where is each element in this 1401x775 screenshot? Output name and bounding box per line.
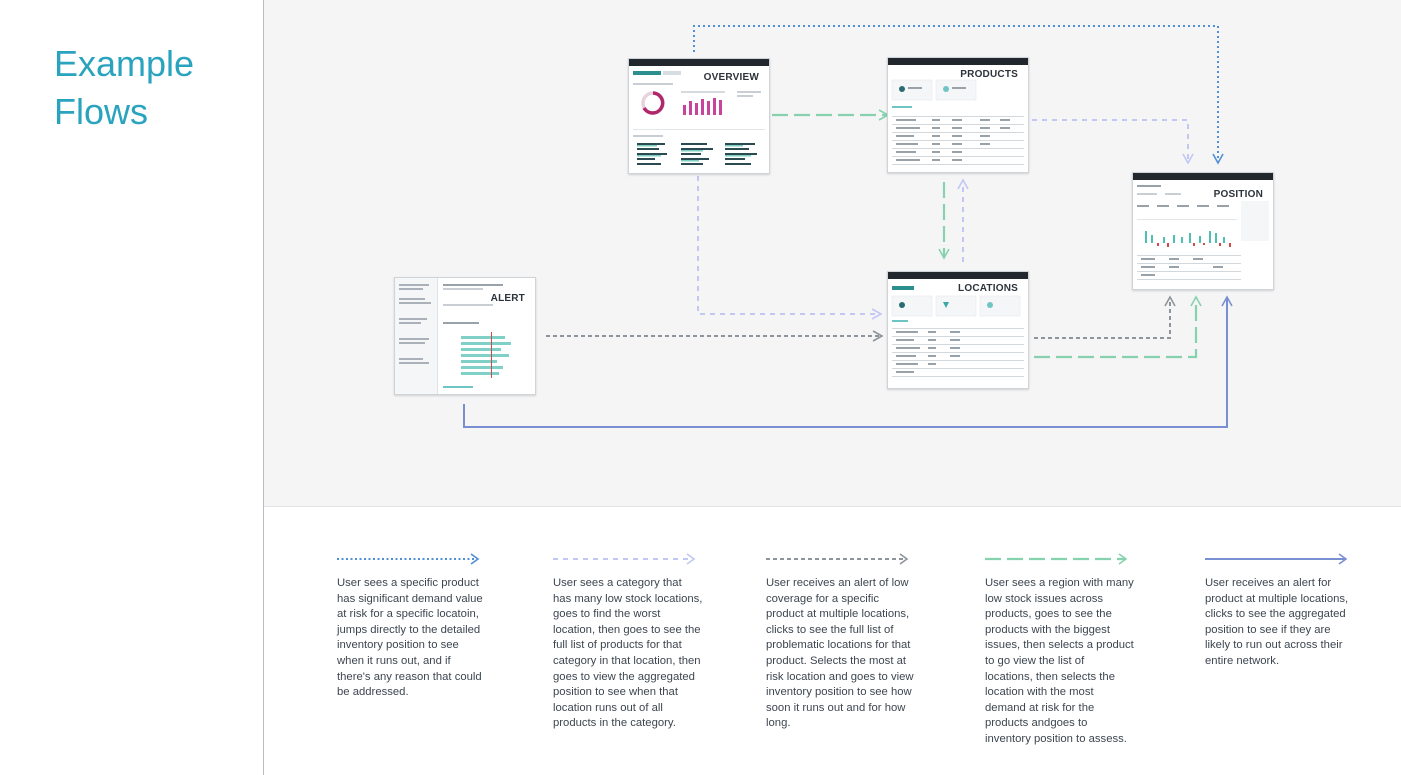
legend-text: User sees a region with many low stock i…: [985, 577, 1134, 745]
position-screen-label: POSITION: [1213, 189, 1263, 200]
flow-dashed-green-3: [1034, 295, 1202, 359]
legend-item-solid-indigo: User receives an alert for product at mu…: [1205, 552, 1355, 670]
legend-text: User sees a category that has many low s…: [553, 577, 703, 730]
legend-line-dashed-green: [985, 553, 1128, 565]
flow-diagram-canvas: OVERVIEW: [264, 0, 1401, 507]
legend-item-dashed-gray: User receives an alert of low coverage f…: [766, 552, 916, 732]
locations-screen-thumbnail[interactable]: LOCATIONS: [887, 271, 1029, 389]
legend-text: User sees a specific product has signifi…: [337, 577, 483, 699]
products-screen-thumbnail[interactable]: PRODUCTS: [887, 57, 1029, 173]
flow-arrows: [463, 25, 1233, 428]
overview-screen-thumbnail[interactable]: OVERVIEW: [628, 58, 770, 174]
legend-text: User receives an alert of low coverage f…: [766, 577, 914, 730]
products-screen-label: PRODUCTS: [960, 69, 1018, 80]
alert-screen-label: ALERT: [490, 293, 525, 304]
alert-screen-thumbnail[interactable]: ALERT: [394, 277, 536, 395]
flow-dashed-lavender-1: [1032, 119, 1194, 165]
legend-line-dashed-lavender: [553, 553, 696, 565]
legend-item-dashed-green: User sees a region with many low stock i…: [985, 552, 1135, 748]
legend-item-dotted-blue: User sees a specific product has signifi…: [337, 552, 487, 701]
app-header-bar: [1133, 173, 1273, 180]
app-header-bar: [888, 58, 1028, 65]
legend-line-dotted-blue: [337, 553, 480, 565]
position-screen-thumbnail[interactable]: POSITION: [1132, 172, 1274, 290]
locations-screen-content: [891, 286, 1024, 377]
flow-solid-indigo: [463, 295, 1233, 428]
legend-text: User receives an alert for product at mu…: [1205, 577, 1349, 667]
alert-screen-content: [395, 278, 511, 394]
flow-dashed-lavender-2: [697, 176, 883, 320]
app-header-bar: [888, 272, 1028, 279]
locations-screen-label: LOCATIONS: [958, 283, 1018, 294]
sidebar-divider: [263, 0, 264, 775]
flow-dashed-gray-2: [1034, 295, 1176, 339]
app-header-bar: [629, 59, 769, 66]
overview-screen-content: [633, 71, 765, 165]
legend-item-dashed-lavender: User sees a category that has many low s…: [553, 552, 703, 732]
products-screen-content: [891, 79, 1024, 165]
overview-screen-label: OVERVIEW: [703, 72, 759, 83]
position-screen-content: [1137, 185, 1269, 280]
legend-line-solid-indigo: [1205, 553, 1348, 565]
legend-line-dashed-gray: [766, 553, 909, 565]
page-title: Example Flows: [54, 43, 195, 132]
